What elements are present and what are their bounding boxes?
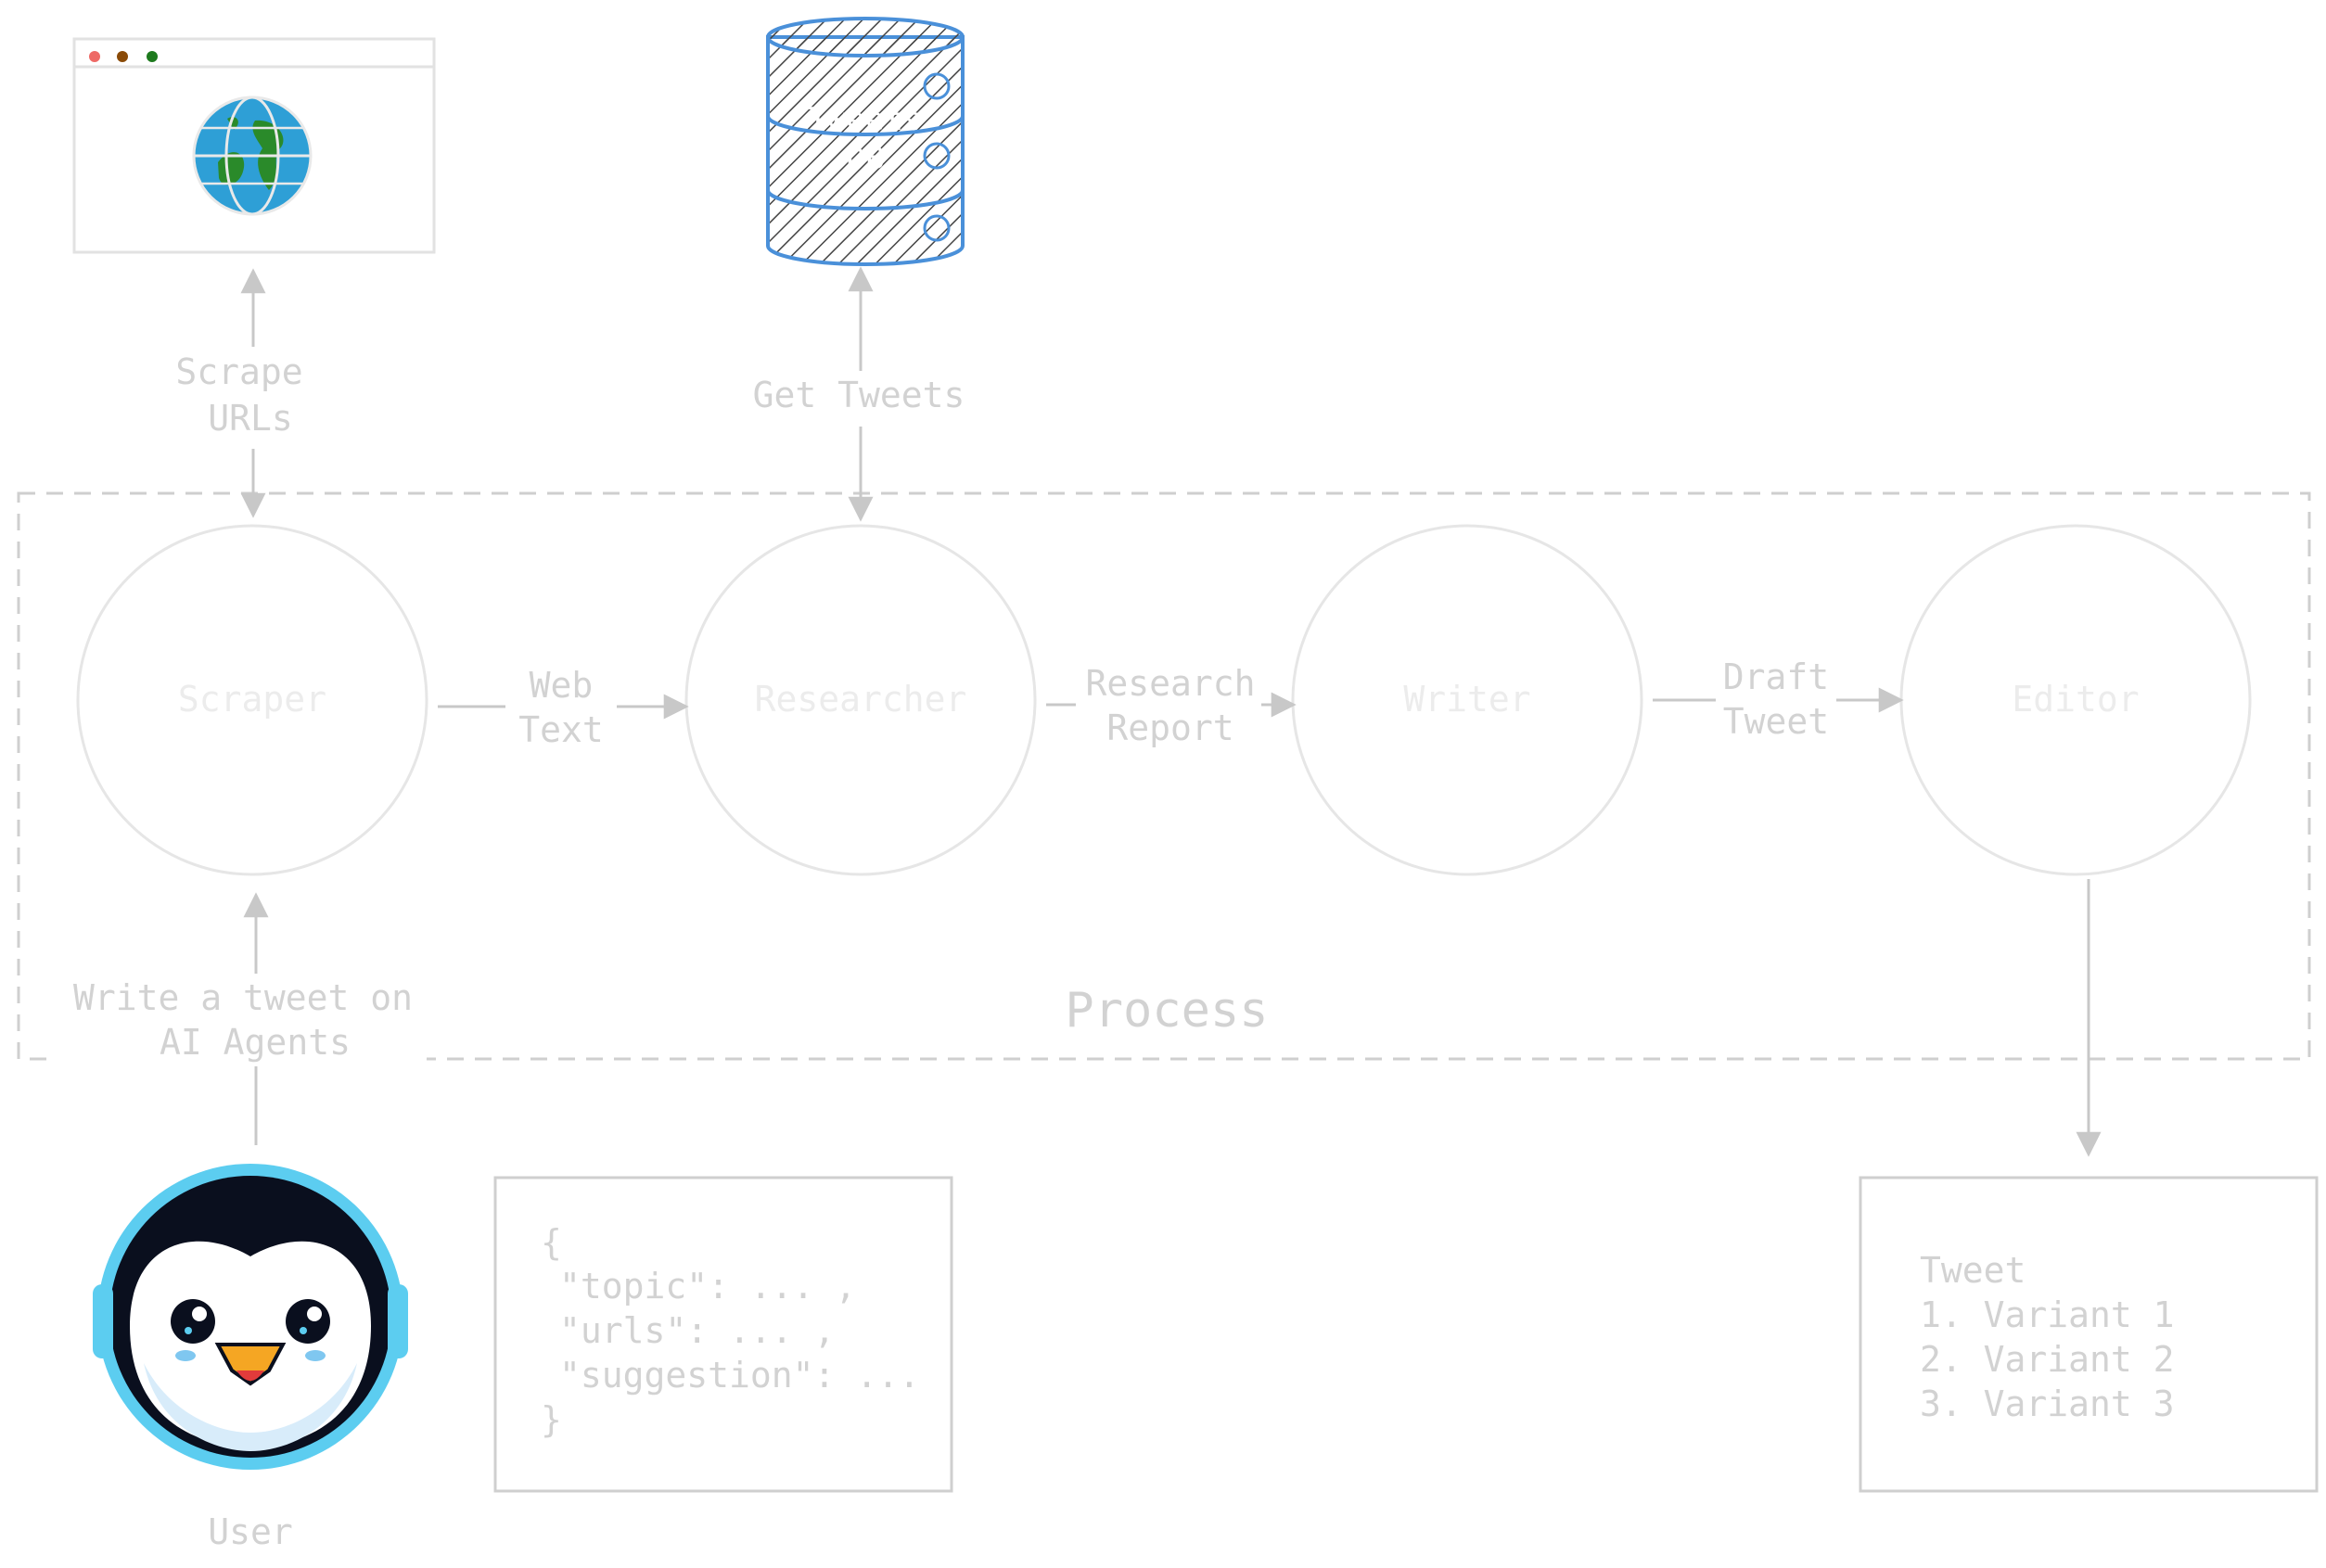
- database-label-line-1: Tweets: [809, 101, 923, 138]
- agent-writer: Writer: [1291, 524, 1643, 876]
- agent-writer-label: Writer: [1403, 679, 1530, 720]
- get-tweets-label: Get Tweets: [753, 375, 965, 415]
- scrape-urls-label-line-2: URLs: [208, 398, 293, 439]
- agent-scraper: Scraper: [76, 524, 428, 876]
- penguin-user-avatar: [93, 1164, 408, 1470]
- browser-window-icon: [72, 37, 436, 254]
- maximize-dot-icon: [147, 51, 158, 62]
- process-label: Process: [1065, 983, 1268, 1039]
- beak-icon: [214, 1343, 287, 1386]
- process-boundary: [17, 491, 2311, 1061]
- close-dot-icon: [89, 51, 100, 62]
- agent-editor-label: Editor: [2012, 679, 2139, 720]
- output-line: 3. Variant 3: [1920, 1383, 2175, 1424]
- agent-researcher: Researcher: [684, 524, 1037, 876]
- input-json-line: "topic": ... ,: [559, 1266, 856, 1307]
- web-text-label-line-1: Web: [530, 665, 594, 706]
- database-label-line-2: DB: [847, 140, 885, 177]
- draft-tweet-label-line-1: Draft: [1723, 657, 1829, 697]
- input-json-line: "suggestion": ...: [559, 1355, 920, 1396]
- output-line: 1. Variant 1: [1920, 1294, 2175, 1335]
- research-report-label-line-2: Report: [1106, 708, 1233, 748]
- database-icon: Tweets DB: [766, 17, 965, 266]
- research-report-label-line-1: Research: [1085, 663, 1255, 704]
- globe-icon: [192, 96, 313, 216]
- output-line: 2. Variant 2: [1920, 1339, 2175, 1380]
- right-eye-icon: [286, 1299, 330, 1344]
- agent-editor: Editor: [1899, 524, 2252, 876]
- agent-scraper-label: Scraper: [178, 679, 326, 720]
- minimize-dot-icon: [117, 51, 128, 62]
- input-json-line: }: [541, 1399, 562, 1440]
- input-json-box: { "topic": ... , "urls": ... , "suggesti…: [493, 1176, 953, 1493]
- user-request-label-line-1: Write a tweet on: [73, 977, 413, 1018]
- draft-tweet-label-line-2: Tweet: [1723, 701, 1829, 742]
- left-eye-icon: [171, 1299, 215, 1344]
- output-tweet-box: Tweet 1. Variant 1 2. Variant 2 3. Varia…: [1859, 1176, 2319, 1493]
- agent-researcher-label: Researcher: [755, 679, 967, 720]
- output-line: Tweet: [1920, 1250, 2026, 1291]
- scrape-urls-label-line-1: Scrape: [175, 351, 302, 392]
- input-json-line: "urls": ... ,: [559, 1310, 835, 1351]
- web-text-label-line-2: Text: [518, 709, 604, 750]
- user-request-label-line-2: AI Agents: [160, 1022, 351, 1063]
- user-label: User: [208, 1511, 293, 1552]
- input-json-line: {: [541, 1222, 562, 1263]
